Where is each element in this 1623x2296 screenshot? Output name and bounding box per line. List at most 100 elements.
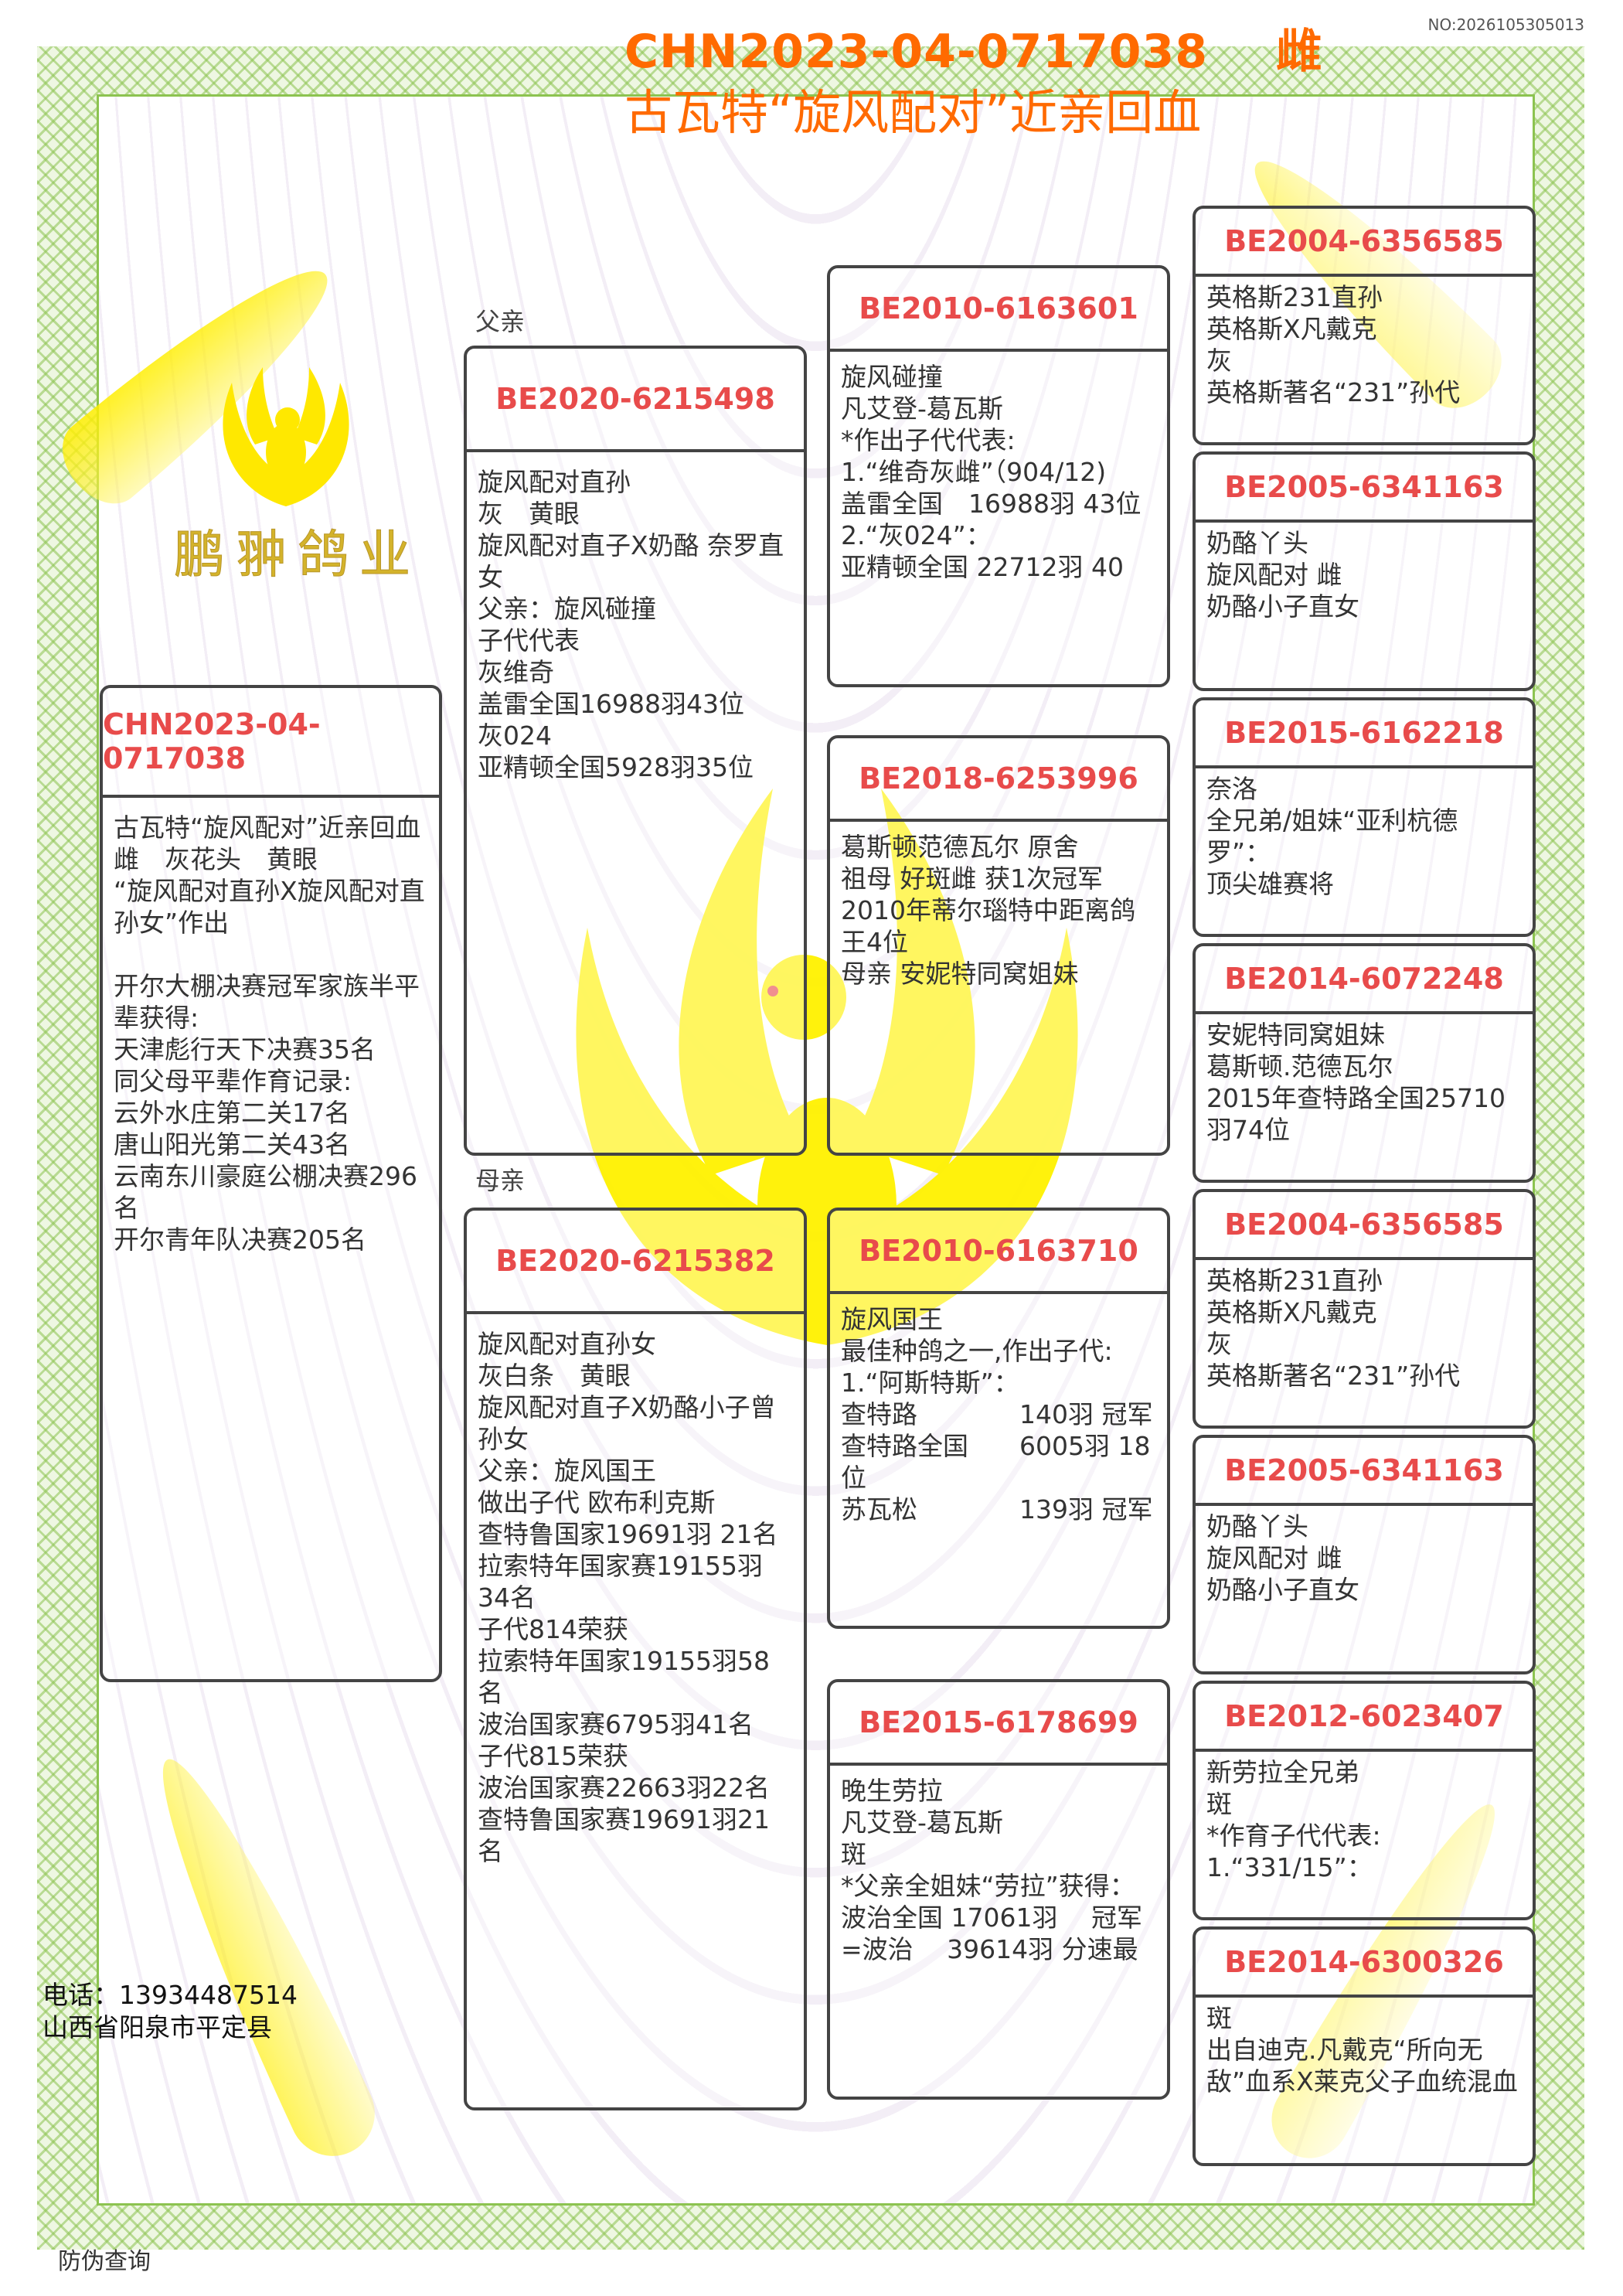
detail-line: *父亲全姐妹“劳拉”获得： [841, 1871, 1135, 1901]
detail-line: 父亲：旋风碰撞 [478, 594, 656, 624]
detail-line: 拉索特年国家赛19155羽34名 [478, 1551, 763, 1613]
dam-label: 母亲 [475, 1166, 526, 1195]
detail-line: 旋风配对 雌 [1206, 560, 1342, 590]
detail-line: 灰024 [478, 720, 552, 751]
great-grandparent-ring: BE2004-6356585 [1196, 209, 1533, 277]
detail-line: 凡艾登-葛瓦斯 [841, 1807, 1003, 1838]
dam-ring: BE2020-6215382 [467, 1211, 804, 1314]
detail-line: 子代代表 [478, 625, 580, 656]
detail-line: 旋风配对 雌 [1206, 1543, 1342, 1573]
detail-line: 旋风配对直孙女 [478, 1329, 656, 1359]
detail-line: 查特路 140羽 冠军 [841, 1399, 1153, 1429]
detail-line: 葛斯顿范德瓦尔 原舍 [841, 832, 1079, 862]
detail-line: 旋风配对直子X奶酪 奈罗直女 [478, 530, 784, 592]
title-ring: CHN2023-04-0717038 [624, 25, 1208, 79]
great-grandparent-details: 奈洛全兄弟/姐妹“亚利杭德罗”：顶尖雄赛将 [1196, 768, 1533, 900]
detail-line: 子代814荣获 [478, 1614, 628, 1644]
detail-line: 旋风配对直孙 [478, 467, 631, 497]
detail-line: 最佳种鸽之一,作出子代: [841, 1336, 1113, 1366]
detail-line: 奶酪小子直女 [1206, 591, 1359, 622]
title-subtitle: 古瓦特“旋风配对”近亲回血 [624, 84, 1202, 141]
detail-line: 亚精顿全国5928羽35位 [478, 752, 754, 782]
detail-line: 灰维奇 [478, 657, 554, 687]
detail-line: 雌 灰花头 黄眼 [114, 844, 318, 874]
detail-line: 拉索特年国家19155羽58名 [478, 1646, 770, 1708]
great-grandparent-ring: BE2004-6356585 [1196, 1192, 1533, 1260]
detail-line: 盖雷全国16988羽43位 [478, 689, 744, 719]
detail-line: 安妮特同窝姐妹 [1206, 1020, 1385, 1050]
sire-card: BE2020-6215498 旋风配对直孙灰 黄眼旋风配对直子X奶酪 奈罗直女父… [464, 346, 807, 1156]
title-sex: 雌 [1275, 25, 1323, 79]
great-grandparent-ring: BE2015-6162218 [1196, 700, 1533, 768]
detail-line: 波治国家赛6795羽41名 [478, 1709, 754, 1739]
detail-line: 父亲：旋风国王 [478, 1456, 656, 1486]
detail-line: 奶酪丫头 [1206, 528, 1308, 558]
great-grandparent-ring: BE2012-6023407 [1196, 1684, 1533, 1752]
great-grandparent-details: 英格斯231直孙英格斯X凡戴克灰英格斯著名“231”孙代 [1196, 1260, 1533, 1392]
dam-details: 旋风配对直孙女灰白条 黄眼旋风配对直子X奶酪小子曾孙女父亲：旋风国王做出子代 欧… [467, 1314, 804, 1867]
detail-line: 做出子代 欧布利克斯 [478, 1487, 716, 1518]
detail-line: 英格斯X凡戴克 [1206, 1297, 1377, 1327]
detail-line: 苏瓦松 139羽 冠军 [841, 1494, 1153, 1524]
detail-line: 英格斯231直孙 [1206, 1266, 1383, 1296]
great-grandparent-ring: BE2014-6300326 [1196, 1930, 1533, 1998]
detail-line [114, 938, 428, 970]
great-grandparent-ring: BE2014-6072248 [1196, 946, 1533, 1014]
detail-line: 同父母平辈作育记录: [114, 1066, 352, 1096]
address: 山西省阳泉市平定县 [43, 2012, 272, 2042]
detail-line: 波治全国 17061羽 冠军 [841, 1903, 1142, 1933]
detail-line: 开尔大棚决赛冠军家族半平辈获得: [114, 971, 420, 1033]
detail-line: 顶尖雄赛将 [1206, 869, 1334, 899]
detail-line: 开尔青年队决赛205名 [114, 1225, 366, 1255]
detail-line: 晚生劳拉 [841, 1776, 943, 1806]
detail-line: 亚精顿全国 22712羽 40 [841, 552, 1124, 582]
detail-line: 灰 黄眼 [478, 499, 580, 529]
detail-line: 葛斯顿.范德瓦尔 [1206, 1051, 1393, 1082]
detail-line: 斑 [841, 1839, 866, 1869]
sire-label: 父亲 [475, 307, 526, 336]
detail-line: 天津彪行天下决赛35名 [114, 1034, 376, 1065]
large-bird-watermark-icon [576, 789, 1078, 1345]
detail-line: 英格斯231直孙 [1206, 282, 1383, 312]
subject-card: CHN2023-04-0717038 古瓦特“旋风配对”近亲回血雌 灰花头 黄眼… [100, 685, 442, 1682]
anti-counterfeit-query-link[interactable]: 防伪查询 [58, 2248, 151, 2275]
detail-line: 旋风碰撞 [841, 362, 943, 392]
detail-line: 奈洛 [1206, 774, 1257, 804]
detail-line: 1.“阿斯特斯”： [841, 1368, 1019, 1398]
detail-line: 盖雷全国 16988羽 43位 [841, 489, 1142, 519]
great-grandparent-ring: BE2005-6341163 [1196, 455, 1533, 523]
great-grandparent-ring: BE2005-6341163 [1196, 1438, 1533, 1506]
detail-line: 凡艾登-葛瓦斯 [841, 393, 1003, 424]
contact-info: 电话：13934487514 山西省阳泉市平定县 [43, 1979, 298, 2044]
bird-logo-icon [223, 367, 349, 506]
detail-line: 母亲 安妮特同窝姐妹 [841, 959, 1079, 989]
detail-line: 1.“维奇灰雌”（904/12) [841, 457, 1107, 487]
detail-line: 查特路全国 6005羽 18位 [841, 1431, 1151, 1493]
subject-ring: CHN2023-04-0717038 [103, 688, 439, 798]
grandparent-details: 晚生劳拉凡艾登-葛瓦斯斑*父亲全姐妹“劳拉”获得：波治全国 17061羽 冠军=… [830, 1766, 1167, 1965]
great-grandparent-details: 奶酪丫头旋风配对 雌奶酪小子直女 [1196, 1506, 1533, 1606]
detail-line: 旋风国王 [841, 1304, 943, 1334]
detail-line: 2.“灰024”： [841, 520, 992, 550]
sire-details: 旋风配对直孙灰 黄眼旋风配对直子X奶酪 奈罗直女父亲：旋风碰撞子代代表灰维奇盖雷… [467, 452, 804, 783]
detail-line: “旋风配对直孙X旋风配对直孙女”作出 [114, 876, 425, 938]
grandparent-ring: BE2015-6178699 [830, 1682, 1167, 1766]
detail-line: 云南东川豪庭公棚决赛296名 [114, 1161, 417, 1223]
detail-line: 灰白条 黄眼 [478, 1361, 631, 1391]
great-grandparent-details: 奶酪丫头旋风配对 雌奶酪小子直女 [1196, 523, 1533, 622]
detail-line: 灰 [1206, 346, 1232, 376]
great-grandparent-details: 斑出自迪克.凡戴克“所向无敌”血系X莱克父子血统混血 [1196, 1998, 1533, 2097]
subject-details: 古瓦特“旋风配对”近亲回血雌 灰花头 黄眼“旋风配对直孙X旋风配对直孙女”作出开… [103, 798, 439, 1255]
phone-number: 电话：13934487514 [43, 1980, 298, 2010]
serial-number: NO:2026105305013 [1427, 15, 1584, 34]
